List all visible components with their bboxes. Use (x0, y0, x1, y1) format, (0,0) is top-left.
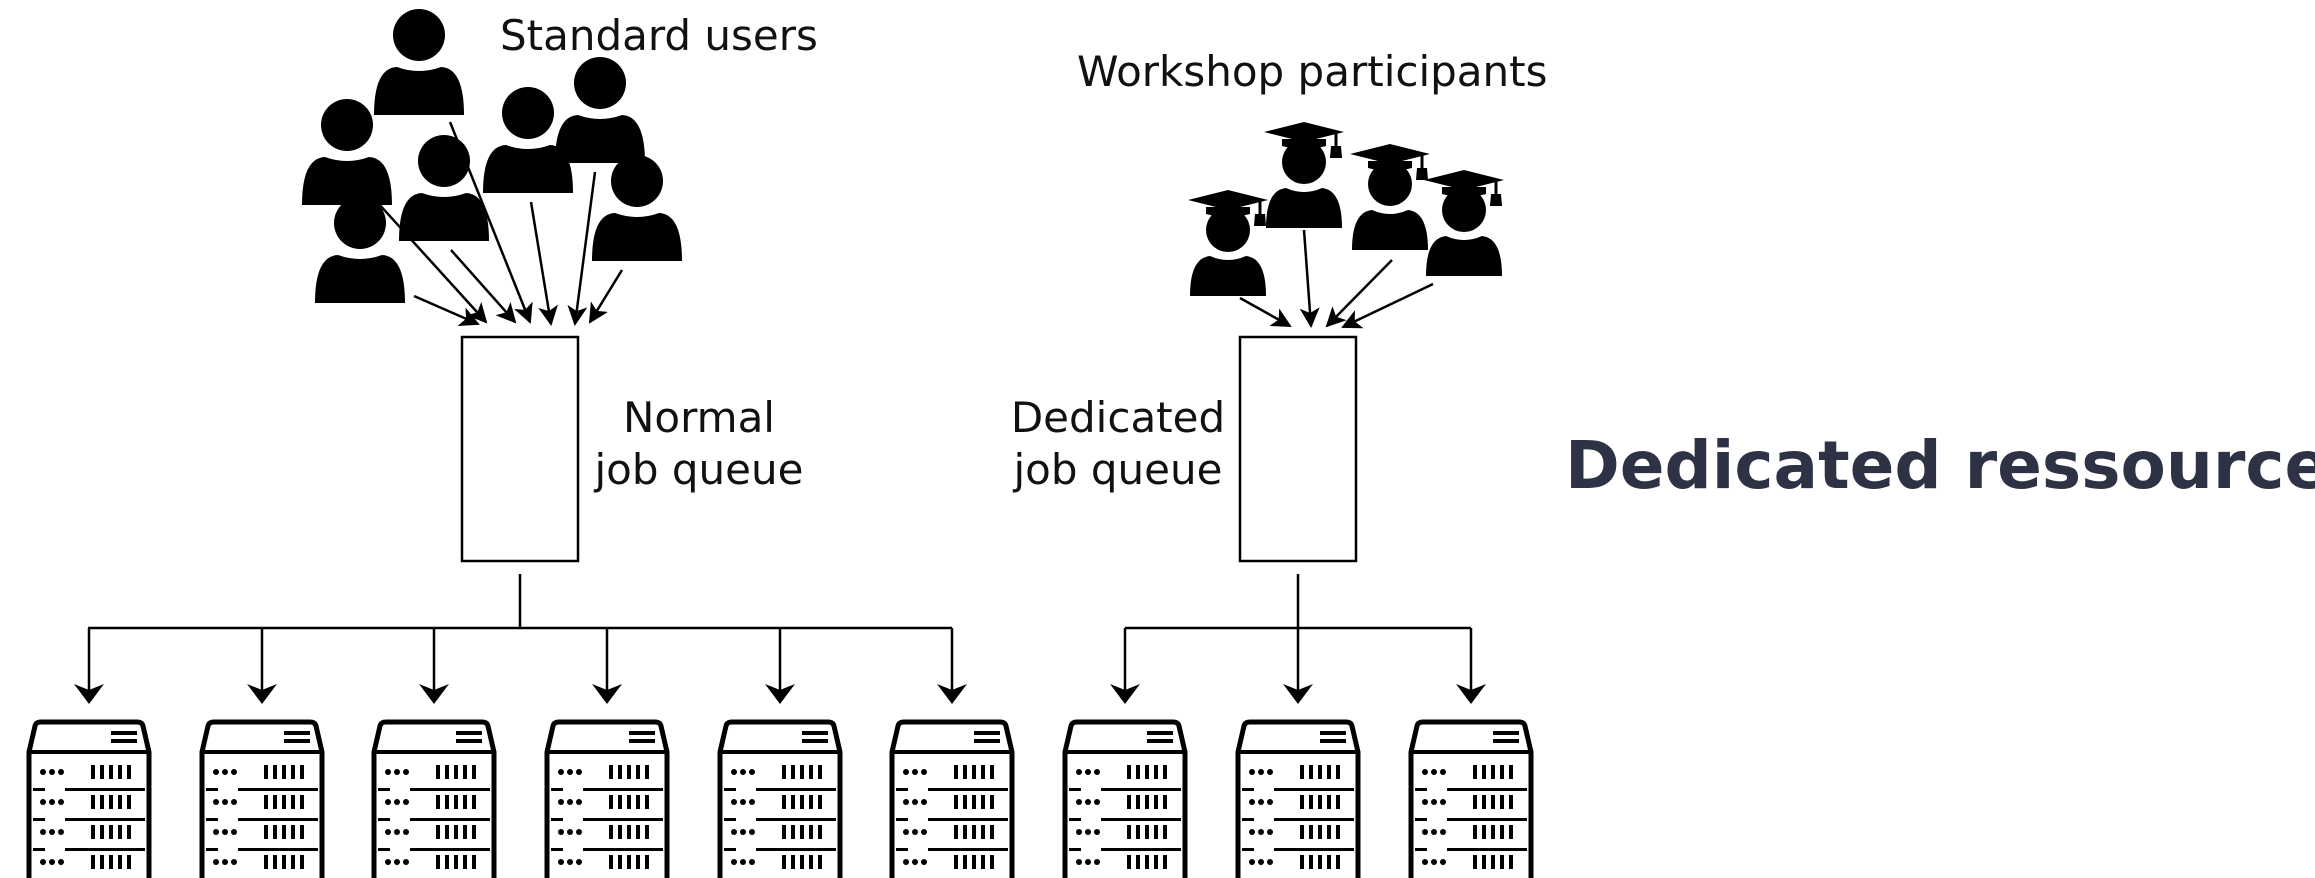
server-row (29, 722, 1531, 878)
arrow (529, 201, 558, 326)
server-rack-icon (29, 722, 149, 878)
normal-queue-box (460, 335, 580, 563)
arrow (1325, 259, 1393, 328)
dedicated-ressources-title: Dedicated ressources (1565, 427, 2315, 504)
arrow (448, 121, 533, 324)
normal-distribution-lines (74, 574, 967, 704)
server-rack-icon (1411, 722, 1531, 878)
person-icon (555, 57, 645, 163)
workshop-participants-group (1186, 120, 1506, 298)
arrow (1299, 229, 1320, 328)
graduate-person-icon (1186, 188, 1270, 298)
arrow (377, 202, 488, 324)
arrow (450, 249, 517, 324)
arrow (1341, 282, 1434, 329)
dedicated-queue-label-line1: Dedicated (1011, 393, 1225, 442)
participant-arrows (1239, 229, 1434, 329)
server-rack-icon (720, 722, 840, 878)
normal-queue-label-line2: job queue (594, 445, 804, 494)
arrow (413, 294, 480, 326)
person-icon (592, 155, 682, 261)
normal-queue-label-line1: Normal (623, 393, 775, 442)
graduate-person-icon (1422, 168, 1506, 278)
server-rack-icon (1238, 722, 1358, 878)
graduate-person-icon (1262, 120, 1346, 230)
server-rack-icon (892, 722, 1012, 878)
dedicated-queue-label-line2: job queue (1013, 445, 1223, 494)
user-arrows (377, 121, 624, 326)
workshop-participants-label: Workshop participants (1077, 47, 1548, 96)
graduate-person-icon (1348, 142, 1432, 252)
server-rack-icon (547, 722, 667, 878)
standard-users-label: Standard users (500, 11, 818, 60)
dedicated-distribution-lines (1110, 574, 1486, 704)
arrow (567, 171, 597, 326)
arrow (1239, 296, 1292, 328)
person-icon (374, 9, 464, 115)
server-rack-icon (1065, 722, 1185, 878)
server-rack-icon (374, 722, 494, 878)
arrow (588, 269, 624, 324)
person-icon (315, 197, 405, 303)
server-rack-icon (202, 722, 322, 878)
dedicated-queue-box (1238, 335, 1358, 563)
